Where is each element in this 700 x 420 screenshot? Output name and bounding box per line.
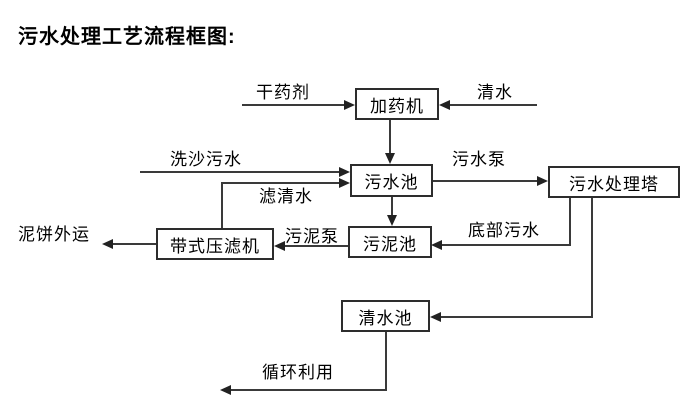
line-sand-washing-sewage: [140, 171, 340, 173]
label-recycling: 循环利用: [262, 363, 334, 382]
arrowhead-bottom-sewage: [431, 240, 442, 250]
arrowhead-clean-water-in: [439, 100, 450, 110]
line-sewage-pump: [433, 180, 538, 182]
arrowhead-sand-washing-sewage: [339, 167, 350, 177]
label-sand-washing-sewage: 洗沙污水: [170, 150, 242, 169]
line-dry-chemical: [242, 104, 346, 106]
line-tower-to-clean-horizontal: [440, 316, 593, 318]
node-clean-water-pool: 清水池: [341, 300, 430, 332]
arrowhead-dry-chemical: [344, 100, 355, 110]
arrowhead-sewage-to-sludge: [387, 215, 397, 226]
arrowhead-mud-cake-out: [102, 239, 113, 249]
line-filtered-water-vertical: [221, 182, 223, 228]
line-recycling-horizontal: [230, 389, 387, 391]
node-belt-filter-press: 带式压滤机: [156, 228, 274, 260]
node-treatment-tower: 污水处理塔: [548, 166, 680, 198]
arrowhead-sludge-pump: [274, 241, 285, 251]
arrowhead-sewage-pump: [537, 176, 548, 186]
label-filtered-water: 滤清水: [259, 187, 313, 206]
line-tower-to-clean-vertical: [591, 198, 593, 318]
line-mud-cake-out: [112, 243, 156, 245]
diagram-title: 污水处理工艺流程框图:: [18, 26, 236, 48]
line-dosing-to-sewage: [389, 120, 391, 155]
line-bottom-sewage-vertical: [569, 198, 571, 246]
line-clean-water-in: [449, 104, 537, 106]
arrowhead-recycling: [220, 385, 231, 395]
label-bottom-sewage: 底部污水: [468, 221, 540, 240]
arrowhead-dosing-to-sewage: [385, 153, 395, 164]
label-dry-chemical: 干药剂: [256, 83, 310, 102]
line-sewage-to-sludge: [391, 197, 393, 217]
line-sludge-pump: [284, 245, 348, 247]
label-sludge-pump: 污泥泵: [285, 227, 339, 246]
arrowhead-tower-to-clean: [430, 312, 441, 322]
line-bottom-sewage-horizontal: [441, 244, 571, 246]
label-mud-cake-out: 泥饼外运: [18, 225, 90, 244]
label-sewage-pump: 污水泵: [452, 150, 506, 169]
node-dosing-machine: 加药机: [355, 88, 439, 120]
line-recycling-vertical: [385, 332, 387, 391]
line-filtered-water-horizontal: [221, 182, 340, 184]
arrowhead-filtered-water: [339, 178, 350, 188]
node-sewage-pool: 污水池: [350, 164, 433, 197]
node-sludge-pool: 污泥池: [348, 226, 432, 258]
label-clean-water-in: 清水: [477, 83, 513, 102]
